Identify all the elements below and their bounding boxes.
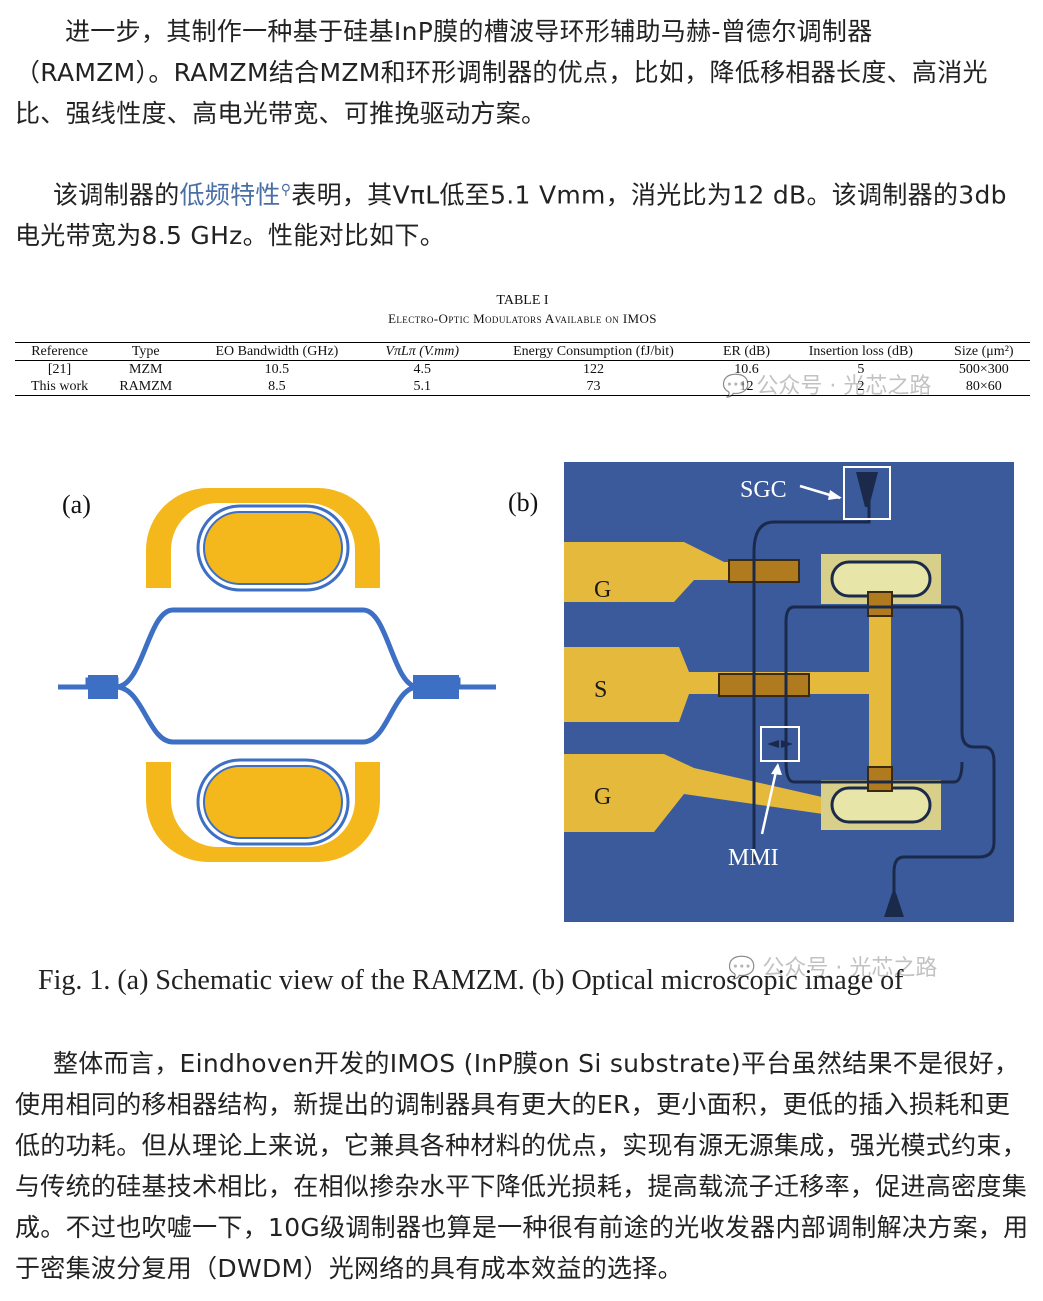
conclusion-paragraph: 整体而言，Eindhoven开发的IMOS (InP膜on Si substra…	[15, 1043, 1030, 1289]
table-cell: [21]	[47, 362, 72, 377]
top-ring-inner	[203, 511, 343, 585]
table-cell: RAMZM	[119, 379, 173, 394]
wechat-icon: 💬	[722, 374, 750, 399]
pad-g-top-label: G	[594, 577, 611, 603]
intro-text-2-post: 表明，其VπL低至5.1 Vmm，消光比为12 dB。该调制器的3db电光带宽为…	[15, 180, 1007, 251]
col-header: Size (μm²)	[954, 344, 1014, 359]
sgc-box	[843, 466, 891, 520]
comparison-table-block: TABLE I Electro-Optic Modulators Availab…	[15, 292, 1030, 396]
table-cell: 73	[586, 379, 601, 394]
col-header: ER (dB)	[722, 344, 770, 359]
top-gold-electrode	[146, 488, 380, 588]
heater-ring-top	[867, 591, 893, 617]
table-row: [21] MZM 10.5 4.5 122 10.6 5 500×300	[15, 361, 1030, 379]
heater-top	[728, 559, 800, 583]
col-header: Energy Consumption (fJ/bit)	[513, 344, 674, 359]
bottom-gold-electrode	[146, 762, 380, 862]
table-cell: This work	[30, 379, 89, 394]
col-header: VπLπ (V.mm)	[385, 344, 460, 359]
bottom-ring-outer	[196, 758, 350, 846]
figure-caption: Fig. 1. (a) Schematic view of the RAMZM.…	[38, 965, 904, 996]
top-ring	[830, 560, 932, 598]
table-cell: 10.6	[734, 362, 759, 377]
top-ring-outer	[196, 504, 350, 592]
comparison-table: Reference Type EO Bandwidth (GHz) VπLπ (…	[15, 342, 1030, 396]
watermark-text: 公众号 · 光芯之路	[756, 374, 932, 399]
table-subtitle: Electro-Optic Modulators Available on IM…	[388, 311, 657, 326]
pad-s-label: S	[594, 677, 607, 703]
mmi-arrow	[760, 766, 779, 835]
table-row: This work RAMZM 8.5 5.1 73 12 2 80×60	[15, 378, 1030, 396]
input-mmi	[88, 675, 118, 699]
intro-paragraph-2: 该调制器的低频特性⚲表明，其VπL低至5.1 Vmm，消光比为12 dB。该调制…	[15, 170, 1030, 256]
micro-waveguide	[752, 492, 996, 902]
sgc-arrowhead	[828, 490, 842, 500]
table-cell: 80×60	[965, 379, 1002, 394]
mmi-shape	[767, 740, 793, 748]
sgc-taper	[856, 472, 878, 507]
output-mmi	[413, 675, 459, 699]
microscope-image: SGC MMI G S G	[564, 462, 1014, 922]
figure-label-a: (a)	[62, 490, 91, 519]
table-caption: TABLE I	[496, 293, 549, 308]
low-frequency-link[interactable]: 低频特性	[179, 180, 281, 210]
heater-middle	[718, 673, 810, 697]
col-header: Insertion loss (dB)	[808, 344, 913, 359]
mzm-waveguide	[58, 607, 496, 745]
t-electrode-vertical	[869, 592, 891, 817]
wechat-icon: 💬	[728, 956, 756, 981]
conclusion-text: 整体而言，Eindhoven开发的IMOS (InP膜on Si substra…	[15, 1049, 1029, 1283]
mmi-box	[760, 726, 800, 762]
output-taper	[884, 887, 904, 917]
table-cell: 5	[857, 362, 865, 377]
table-cell: 2	[857, 379, 865, 394]
pad-s	[564, 647, 824, 722]
table-cell: 4.5	[413, 362, 431, 377]
table-cell: MZM	[129, 362, 163, 377]
mmi-label: MMI	[728, 845, 779, 871]
t-electrode-horizontal	[809, 672, 884, 694]
table-cell: 12	[739, 379, 754, 394]
intro-text-2: 该调制器的低频特性⚲表明，其VπL低至5.1 Vmm，消光比为12 dB。该调制…	[15, 170, 1030, 256]
col-header: Type	[131, 344, 160, 359]
intro-paragraph-1: 进一步，其制作一种基于硅基InP膜的槽波导环形辅助马赫-曾德尔调制器（RAMZM…	[15, 11, 1030, 134]
table-cell: 10.5	[264, 362, 290, 377]
watermark-table: 💬 公众号 · 光芯之路	[722, 368, 931, 400]
table-header-row: Reference Type EO Bandwidth (GHz) VπLπ (…	[15, 342, 1030, 361]
col-header: EO Bandwidth (GHz)	[215, 344, 339, 359]
sgc-label: SGC	[740, 477, 787, 503]
table-cell: 5.1	[413, 379, 431, 394]
col-header: Reference	[31, 344, 88, 359]
table-cell: 122	[582, 362, 604, 377]
pad-g-top	[564, 542, 734, 602]
intro-text-1: 进一步，其制作一种基于硅基InP膜的槽波导环形辅助马赫-曾德尔调制器（RAMZM…	[15, 17, 988, 128]
watermark-text: 公众号 · 光芯之路	[762, 956, 938, 981]
ramzm-schematic	[58, 488, 496, 862]
table-cell: 500×300	[958, 362, 1009, 377]
heater-ring-bottom	[867, 766, 893, 792]
figure-label-b: (b)	[508, 488, 539, 517]
pad-g-bottom-label: G	[594, 784, 611, 810]
mmi-arrowhead	[771, 763, 782, 775]
table-cell: 8.5	[268, 379, 286, 394]
bottom-ring	[830, 786, 932, 824]
watermark-figure: 💬 公众号 · 光芯之路	[728, 950, 937, 982]
bottom-ring-inner	[203, 765, 343, 839]
pad-g-bottom	[564, 754, 844, 832]
intro-text-2-pre: 该调制器的	[53, 180, 180, 210]
search-icon[interactable]: ⚲	[280, 182, 292, 198]
